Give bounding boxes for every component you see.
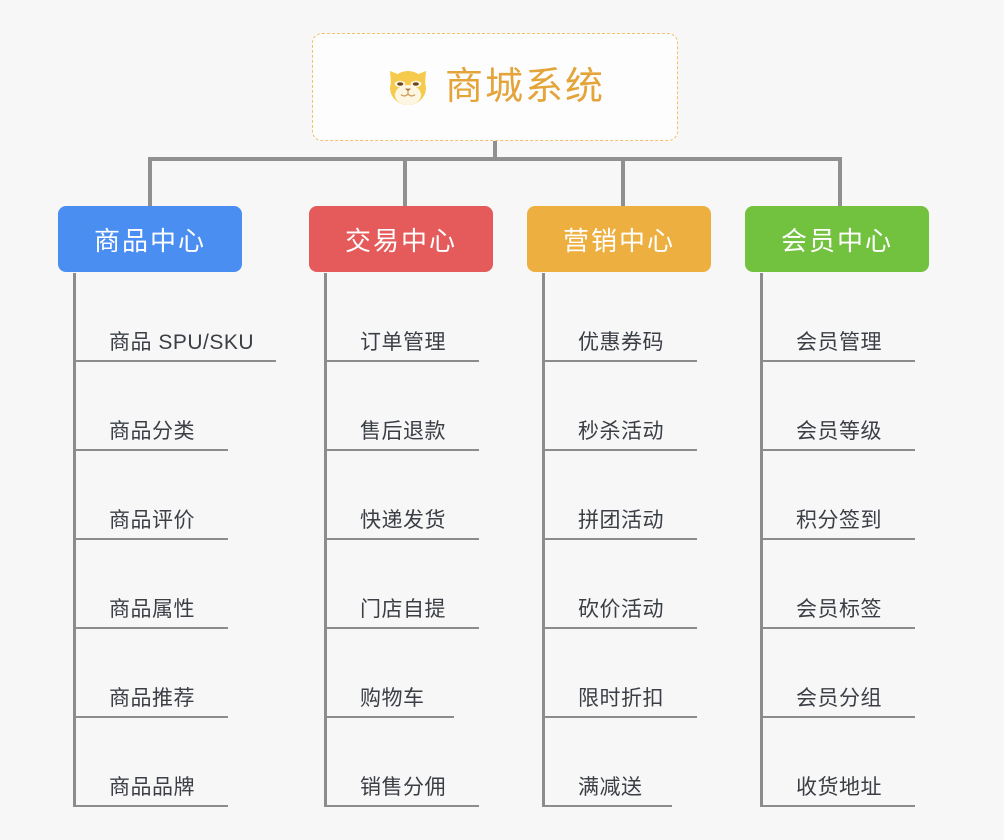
shiba-dog-face-icon <box>385 64 431 110</box>
leaf-item-label: 销售分佣 <box>360 776 446 799</box>
leaf-item-rule <box>73 805 228 807</box>
leaf-item-rule <box>324 716 454 718</box>
leaf-item-label: 门店自提 <box>360 598 446 621</box>
leaf-item-rule <box>73 360 276 362</box>
leaf-item-rule <box>73 538 228 540</box>
leaf-item-rule <box>542 538 697 540</box>
leaf-item-label: 限时折扣 <box>578 687 664 710</box>
leaf-item-rule <box>760 805 915 807</box>
leaf-item-label: 会员分组 <box>796 687 882 710</box>
leaf-item[interactable]: 商品属性 <box>73 540 303 629</box>
leaf-item[interactable]: 拼团活动 <box>542 451 772 540</box>
leaf-item-rule <box>73 449 228 451</box>
root-title: 商城系统 <box>444 66 605 108</box>
leaf-item[interactable]: 订单管理 <box>324 273 554 362</box>
leaf-item[interactable]: 会员管理 <box>760 273 990 362</box>
connector-root-stem <box>493 141 497 159</box>
leaf-item[interactable]: 购物车 <box>324 629 554 718</box>
category-header-4-label: 会员中心 <box>780 225 893 256</box>
leaf-item[interactable]: 门店自提 <box>324 540 554 629</box>
leaf-column-1: 商品 SPU/SKU 商品分类商品评价商品属性商品推荐商品品牌 <box>73 273 303 807</box>
leaf-item-rule <box>324 805 479 807</box>
leaf-item[interactable]: 商品品牌 <box>73 718 303 807</box>
leaf-item[interactable]: 满减送 <box>542 718 772 807</box>
category-header-2[interactable]: 交易中心 <box>309 206 493 272</box>
leaf-item-label: 商品推荐 <box>109 687 195 710</box>
leaf-item[interactable]: 限时折扣 <box>542 629 772 718</box>
leaf-item-label: 售后退款 <box>360 420 446 443</box>
connector-drop-3 <box>621 157 625 206</box>
leaf-item-label: 订单管理 <box>360 331 446 354</box>
connector-drop-2 <box>403 157 407 206</box>
leaf-item-label: 商品品牌 <box>109 776 195 799</box>
leaf-item-label: 快递发货 <box>360 509 446 532</box>
leaf-item-label: 会员标签 <box>796 598 882 621</box>
leaf-item[interactable]: 积分签到 <box>760 451 990 540</box>
leaf-item[interactable]: 销售分佣 <box>324 718 554 807</box>
leaf-item-rule <box>324 360 479 362</box>
leaf-item[interactable]: 优惠券码 <box>542 273 772 362</box>
leaf-spine-4 <box>760 273 763 807</box>
leaf-item[interactable]: 会员标签 <box>760 540 990 629</box>
connector-horizontal-bus <box>148 157 842 161</box>
leaf-item-rule <box>542 805 672 807</box>
leaf-item[interactable]: 售后退款 <box>324 362 554 451</box>
leaf-column-3: 优惠券码秒杀活动拼团活动砍价活动限时折扣满减送 <box>542 273 772 807</box>
leaf-item[interactable]: 商品分类 <box>73 362 303 451</box>
leaf-item[interactable]: 会员等级 <box>760 362 990 451</box>
leaf-item-label: 拼团活动 <box>578 509 664 532</box>
leaf-item-rule <box>760 449 915 451</box>
leaf-item-rule <box>73 627 228 629</box>
root-node-商城系统[interactable]: 商城系统 <box>312 33 678 141</box>
leaf-item-label: 积分签到 <box>796 509 882 532</box>
connector-drop-4 <box>838 157 842 206</box>
leaf-item-rule <box>324 538 479 540</box>
leaf-item[interactable]: 秒杀活动 <box>542 362 772 451</box>
leaf-column-2: 订单管理售后退款快递发货门店自提购物车销售分佣 <box>324 273 554 807</box>
leaf-item[interactable]: 砍价活动 <box>542 540 772 629</box>
leaf-item-label: 砍价活动 <box>578 598 664 621</box>
leaf-item-rule <box>760 360 915 362</box>
leaf-item-label: 会员管理 <box>796 331 882 354</box>
category-header-3-label: 营销中心 <box>562 225 675 256</box>
leaf-item-rule <box>73 716 228 718</box>
leaf-item-rule <box>542 627 697 629</box>
leaf-spine-3 <box>542 273 545 807</box>
leaf-item-rule <box>760 716 915 718</box>
leaf-item-rule <box>324 449 479 451</box>
leaf-item[interactable]: 商品评价 <box>73 451 303 540</box>
leaf-item-label: 收货地址 <box>796 776 882 799</box>
leaf-item[interactable]: 商品推荐 <box>73 629 303 718</box>
leaf-item-label: 商品评价 <box>109 509 195 532</box>
connector-drop-1 <box>148 157 152 206</box>
category-header-2-label: 交易中心 <box>344 225 457 256</box>
leaf-item-label: 商品分类 <box>109 420 195 443</box>
category-header-3[interactable]: 营销中心 <box>527 206 711 272</box>
leaf-item-rule <box>542 449 697 451</box>
leaf-item-rule <box>324 627 479 629</box>
leaf-item-label: 满减送 <box>578 776 643 799</box>
leaf-item-rule <box>542 716 697 718</box>
leaf-item[interactable]: 收货地址 <box>760 718 990 807</box>
leaf-item-rule <box>760 538 915 540</box>
leaf-item-label: 商品属性 <box>109 598 195 621</box>
category-header-1[interactable]: 商品中心 <box>58 206 242 272</box>
leaf-item-label: 商品 SPU/SKU <box>109 331 255 354</box>
leaf-item-rule <box>760 627 915 629</box>
leaf-item-rule <box>542 360 697 362</box>
leaf-item-label: 购物车 <box>360 687 425 710</box>
leaf-item[interactable]: 商品 SPU/SKU <box>73 273 303 362</box>
leaf-spine-2 <box>324 273 327 807</box>
leaf-item-label: 秒杀活动 <box>578 420 664 443</box>
leaf-column-4: 会员管理会员等级积分签到会员标签会员分组收货地址 <box>760 273 990 807</box>
category-header-4[interactable]: 会员中心 <box>745 206 929 272</box>
leaf-spine-1 <box>73 273 76 807</box>
leaf-item-label: 会员等级 <box>796 420 882 443</box>
leaf-item[interactable]: 快递发货 <box>324 451 554 540</box>
leaf-item[interactable]: 会员分组 <box>760 629 990 718</box>
leaf-item-label: 优惠券码 <box>578 331 664 354</box>
category-header-1-label: 商品中心 <box>93 225 206 256</box>
